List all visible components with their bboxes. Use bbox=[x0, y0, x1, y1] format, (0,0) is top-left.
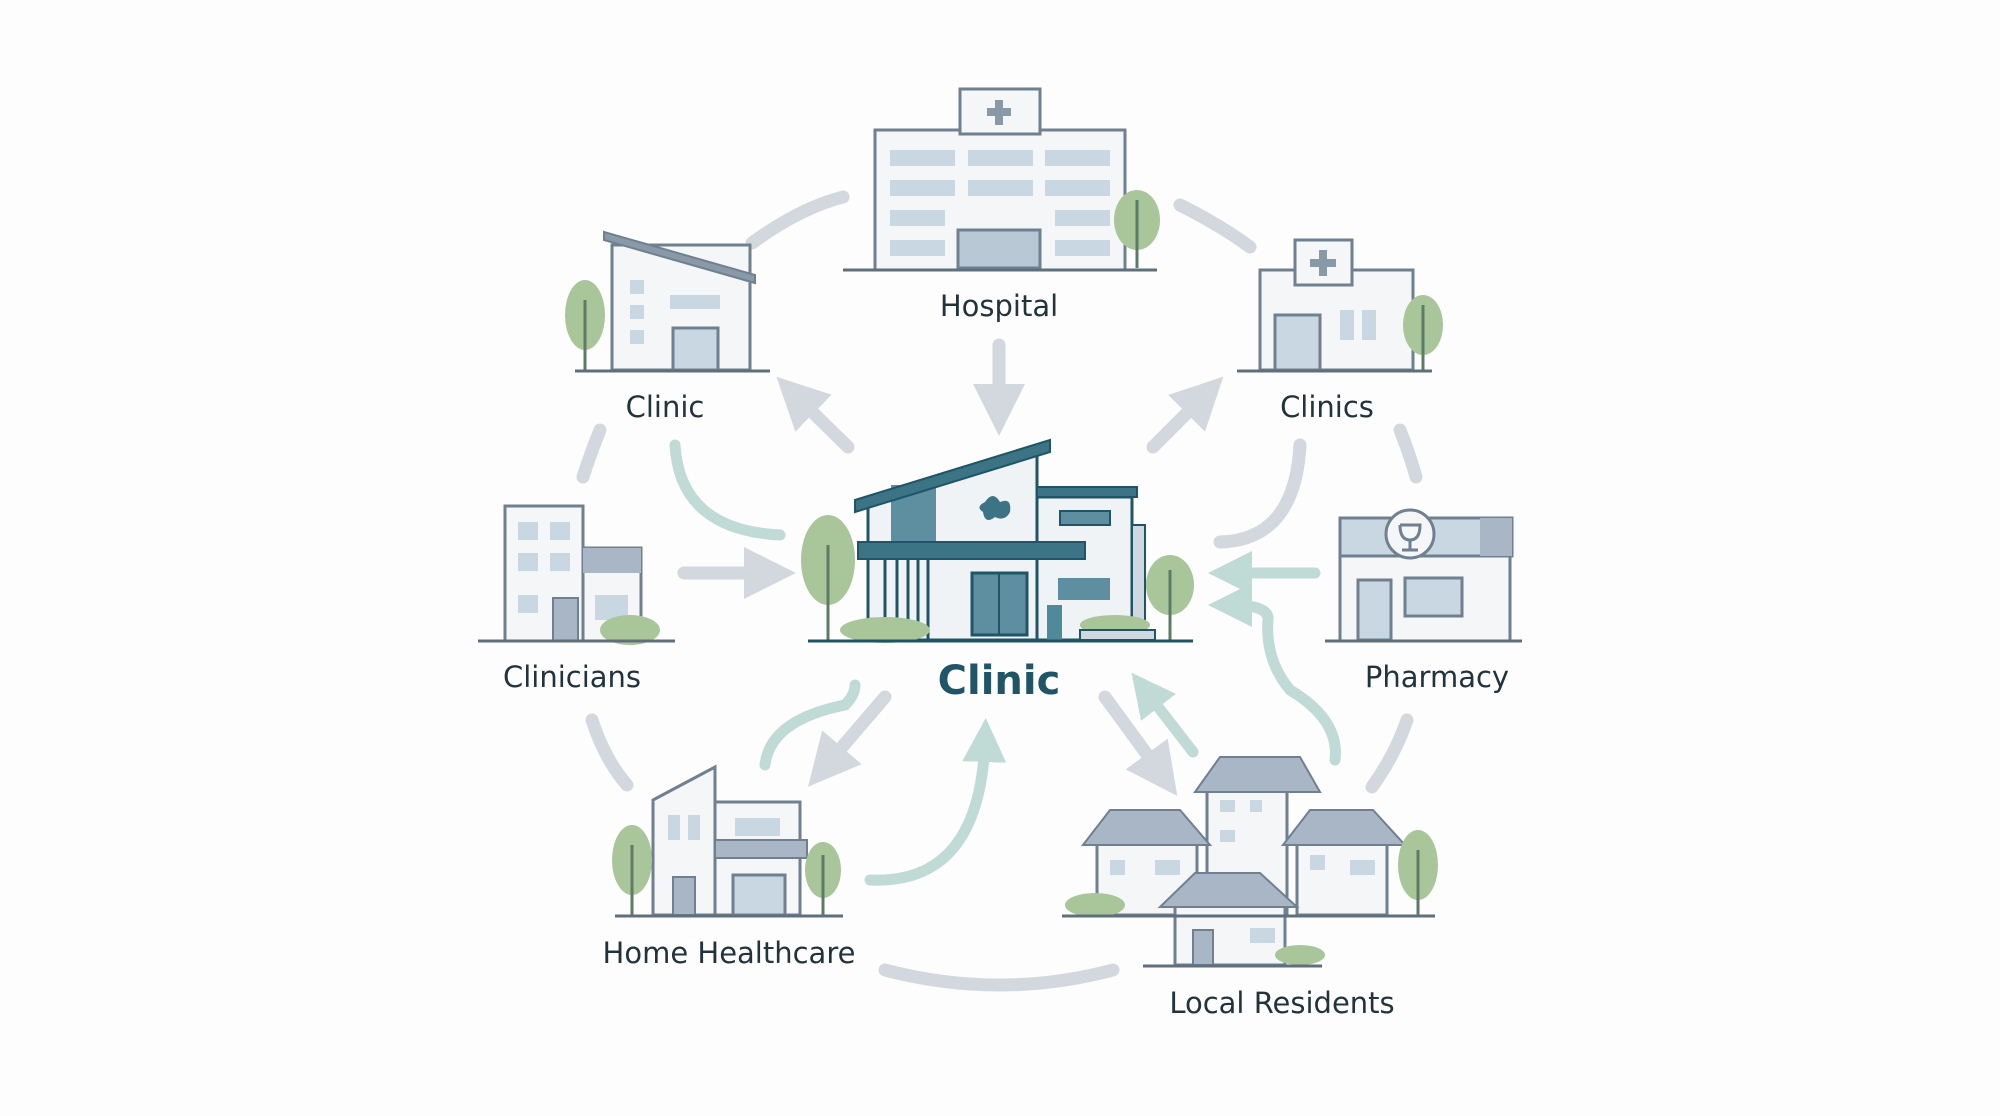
center-clinic-label: Clinic bbox=[938, 658, 1061, 704]
local-residents-label: Local Residents bbox=[1169, 986, 1394, 1020]
center-clinic-building[interactable] bbox=[801, 438, 1194, 643]
arrow-home-to-center bbox=[864, 718, 1007, 886]
home-healthcare-building[interactable] bbox=[612, 764, 843, 918]
clinics-label: Clinics bbox=[1280, 390, 1374, 424]
arrow-center-to-clinic bbox=[776, 376, 855, 454]
outer-ring-arrows bbox=[576, 190, 1423, 992]
home-healthcare-label: Home Healthcare bbox=[603, 936, 856, 970]
inner-arrows bbox=[669, 338, 1341, 886]
arrow-center-to-residents bbox=[1098, 690, 1178, 796]
arrow-center-to-clinics bbox=[1146, 376, 1224, 454]
arrow-clinics-curve bbox=[1213, 438, 1307, 549]
arrow-clinic-curve bbox=[669, 439, 786, 541]
clinics-building[interactable] bbox=[1237, 238, 1443, 373]
arrow-residents-to-center-2 bbox=[1131, 672, 1199, 758]
pharmacy-label: Pharmacy bbox=[1365, 660, 1509, 694]
hospital-building[interactable] bbox=[843, 87, 1160, 272]
clinicians-building[interactable] bbox=[478, 504, 675, 645]
arrow-residents-to-center bbox=[1208, 583, 1341, 766]
arrow-center-to-home bbox=[808, 690, 892, 787]
arrow-home-curve bbox=[759, 679, 861, 771]
pharmacy-symbol-icon bbox=[1398, 523, 1422, 552]
clinicians-label: Clinicians bbox=[503, 660, 641, 694]
pharmacy-building[interactable] bbox=[1325, 508, 1522, 643]
clinic-logo-icon bbox=[979, 496, 1011, 521]
clinic-label: Clinic bbox=[626, 390, 705, 424]
local-residents-houses[interactable] bbox=[1062, 756, 1438, 968]
clinic-building[interactable] bbox=[565, 230, 770, 373]
hospital-label: Hospital bbox=[940, 289, 1058, 323]
